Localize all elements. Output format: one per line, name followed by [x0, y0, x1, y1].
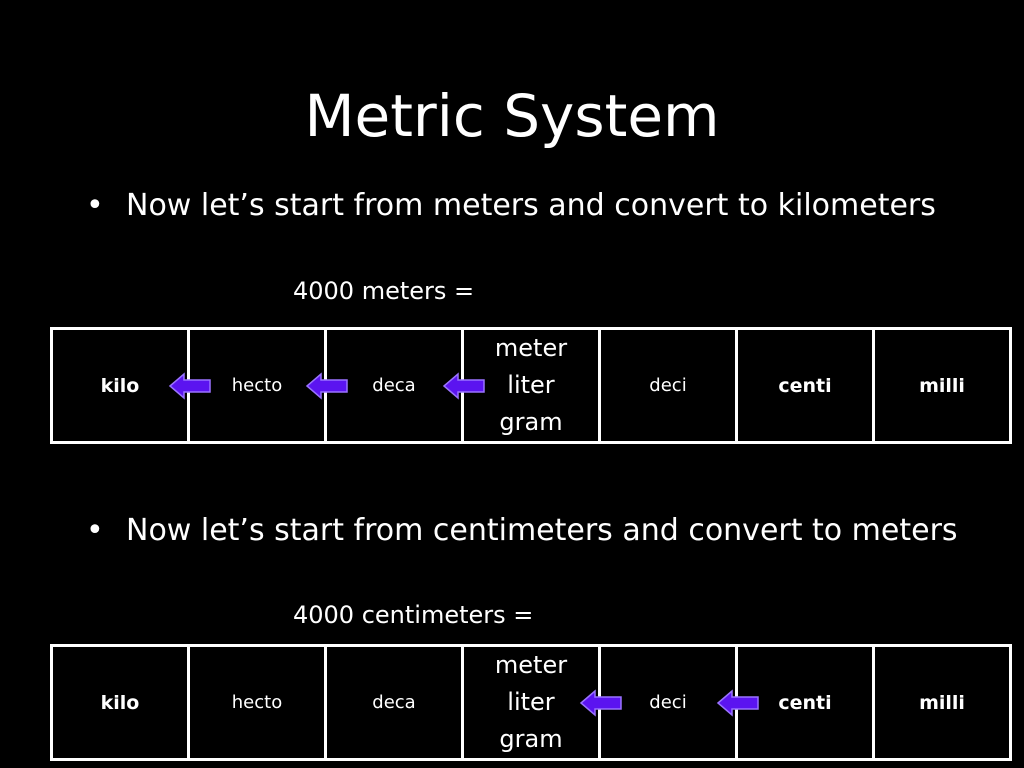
prefix-cell-kilo: kilo	[50, 327, 190, 444]
bullet-dot: •	[86, 513, 104, 548]
prefix-label-deci: deci	[649, 692, 687, 713]
left-arrow-icon	[442, 371, 485, 400]
prefix-label-hecto: hecto	[231, 375, 283, 396]
left-arrow-icon	[305, 371, 348, 400]
base-unit-meter: meter	[494, 334, 568, 362]
prefix-cell-deca: deca	[305, 327, 464, 444]
base-unit-stack: meter liter gram	[464, 330, 598, 441]
prefix-label-centi: centi	[778, 691, 832, 714]
conversion-problem-2: 4000 centimeters =	[293, 601, 534, 629]
left-arrow-icon	[579, 688, 622, 717]
prefix-label-kilo: kilo	[100, 691, 140, 714]
prefix-cell-base: meter liter gram	[442, 327, 601, 444]
bullet-point-2: • Now let’s start from centimeters and c…	[86, 510, 1006, 551]
prefix-label-hecto: hecto	[231, 692, 283, 713]
prefix-table-2: kilo hecto deca meter liter gram deci	[50, 644, 1012, 761]
prefix-label-centi: centi	[778, 374, 832, 397]
prefix-cell-deca: deca	[324, 644, 464, 761]
bullet-text-2: Now let’s start from centimeters and con…	[126, 513, 958, 548]
prefix-cell-hecto: hecto	[187, 644, 327, 761]
prefix-cell-deci: deci	[579, 644, 738, 761]
bullet-dot: •	[86, 188, 104, 223]
prefix-label-kilo: kilo	[100, 374, 140, 397]
table-row: kilo hecto deca meter lite	[50, 327, 1012, 444]
left-arrow-icon	[716, 688, 759, 717]
prefix-label-milli: milli	[919, 374, 965, 397]
prefix-label-deca: deca	[372, 692, 416, 713]
prefix-cell-kilo: kilo	[50, 644, 190, 761]
prefix-label-deci: deci	[649, 375, 687, 396]
base-unit-gram: gram	[499, 725, 563, 753]
prefix-cell-deci: deci	[598, 327, 738, 444]
prefix-cell-base: meter liter gram	[461, 644, 601, 761]
prefix-cell-milli: milli	[872, 644, 1012, 761]
prefix-cell-milli: milli	[872, 327, 1012, 444]
table-row: kilo hecto deca meter liter gram deci	[50, 644, 1012, 761]
prefix-table-1: kilo hecto deca meter lite	[50, 327, 1012, 444]
base-unit-liter: liter	[507, 371, 555, 399]
conversion-problem-1: 4000 meters =	[293, 277, 475, 305]
base-unit-stack: meter liter gram	[464, 647, 598, 758]
bullet-point-1: • Now let’s start from meters and conver…	[86, 185, 1006, 226]
prefix-label-deca: deca	[372, 375, 416, 396]
bullet-text-1: Now let’s start from meters and convert …	[126, 188, 936, 223]
prefix-cell-centi: centi	[716, 644, 875, 761]
base-unit-gram: gram	[499, 408, 563, 436]
left-arrow-icon	[168, 371, 211, 400]
prefix-label-milli: milli	[919, 691, 965, 714]
prefix-cell-hecto: hecto	[168, 327, 327, 444]
slide-title: Metric System	[304, 82, 720, 150]
base-unit-meter: meter	[494, 651, 568, 679]
prefix-cell-centi: centi	[735, 327, 875, 444]
base-unit-liter: liter	[507, 688, 555, 716]
